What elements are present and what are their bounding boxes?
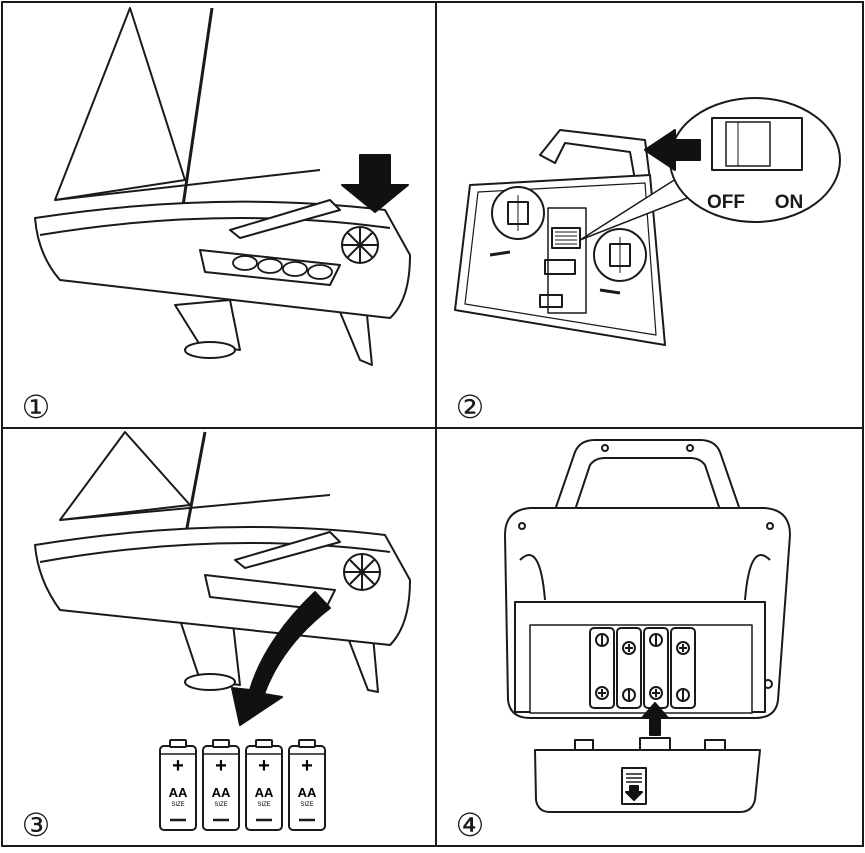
battery-1: + AA SIZE (159, 739, 197, 831)
step-label-1: ① (22, 388, 51, 426)
battery-2: + AA SIZE (202, 739, 240, 831)
switch-on-label: ON (775, 192, 804, 213)
sail-icon (54, 7, 186, 201)
power-switch (551, 227, 581, 249)
svg-text:AA: AA (212, 785, 231, 800)
svg-text:SIZE: SIZE (214, 802, 227, 808)
step-label-4: ④ (456, 806, 485, 844)
switch-off-label: OFF (707, 192, 745, 213)
down-arrow-icon (341, 154, 409, 213)
keel (174, 299, 241, 351)
battery-cover (534, 749, 761, 813)
step-label-3: ③ (22, 806, 51, 844)
sail-icon-3 (59, 431, 191, 521)
battery-3: + AA SIZE (245, 739, 283, 831)
up-arrow-icon (641, 702, 669, 736)
panel-2 (454, 97, 841, 346)
curved-arrow-icon (231, 591, 331, 726)
transmitter-handle (539, 129, 651, 181)
boom (54, 169, 321, 201)
svg-text:AA: AA (298, 785, 317, 800)
svg-text:AA: AA (255, 785, 274, 800)
step-label-2: ② (456, 388, 485, 426)
panel-3 (34, 431, 411, 726)
svg-text:SIZE: SIZE (171, 802, 184, 808)
battery-4: + AA SIZE (288, 739, 326, 831)
svg-text:SIZE: SIZE (300, 802, 313, 808)
bay-batteries (589, 627, 696, 709)
svg-text:SIZE: SIZE (257, 802, 270, 808)
svg-text:+: + (301, 755, 313, 777)
panel-1 (34, 7, 411, 366)
mast (176, 7, 214, 241)
svg-text:+: + (215, 755, 227, 777)
hatch-lid (229, 199, 341, 239)
transmitter-handle-back (554, 439, 741, 511)
svg-text:+: + (258, 755, 270, 777)
battery-row: + AA SIZE + AA SIZE + AA SIZE + AA SIZE (159, 739, 326, 831)
left-arrow-icon (644, 129, 701, 171)
cover-down-arrow-icon (625, 785, 643, 801)
svg-text:+: + (172, 755, 184, 777)
keel-bulb (184, 341, 236, 359)
panel-4 (504, 439, 791, 813)
svg-text:AA: AA (169, 785, 188, 800)
